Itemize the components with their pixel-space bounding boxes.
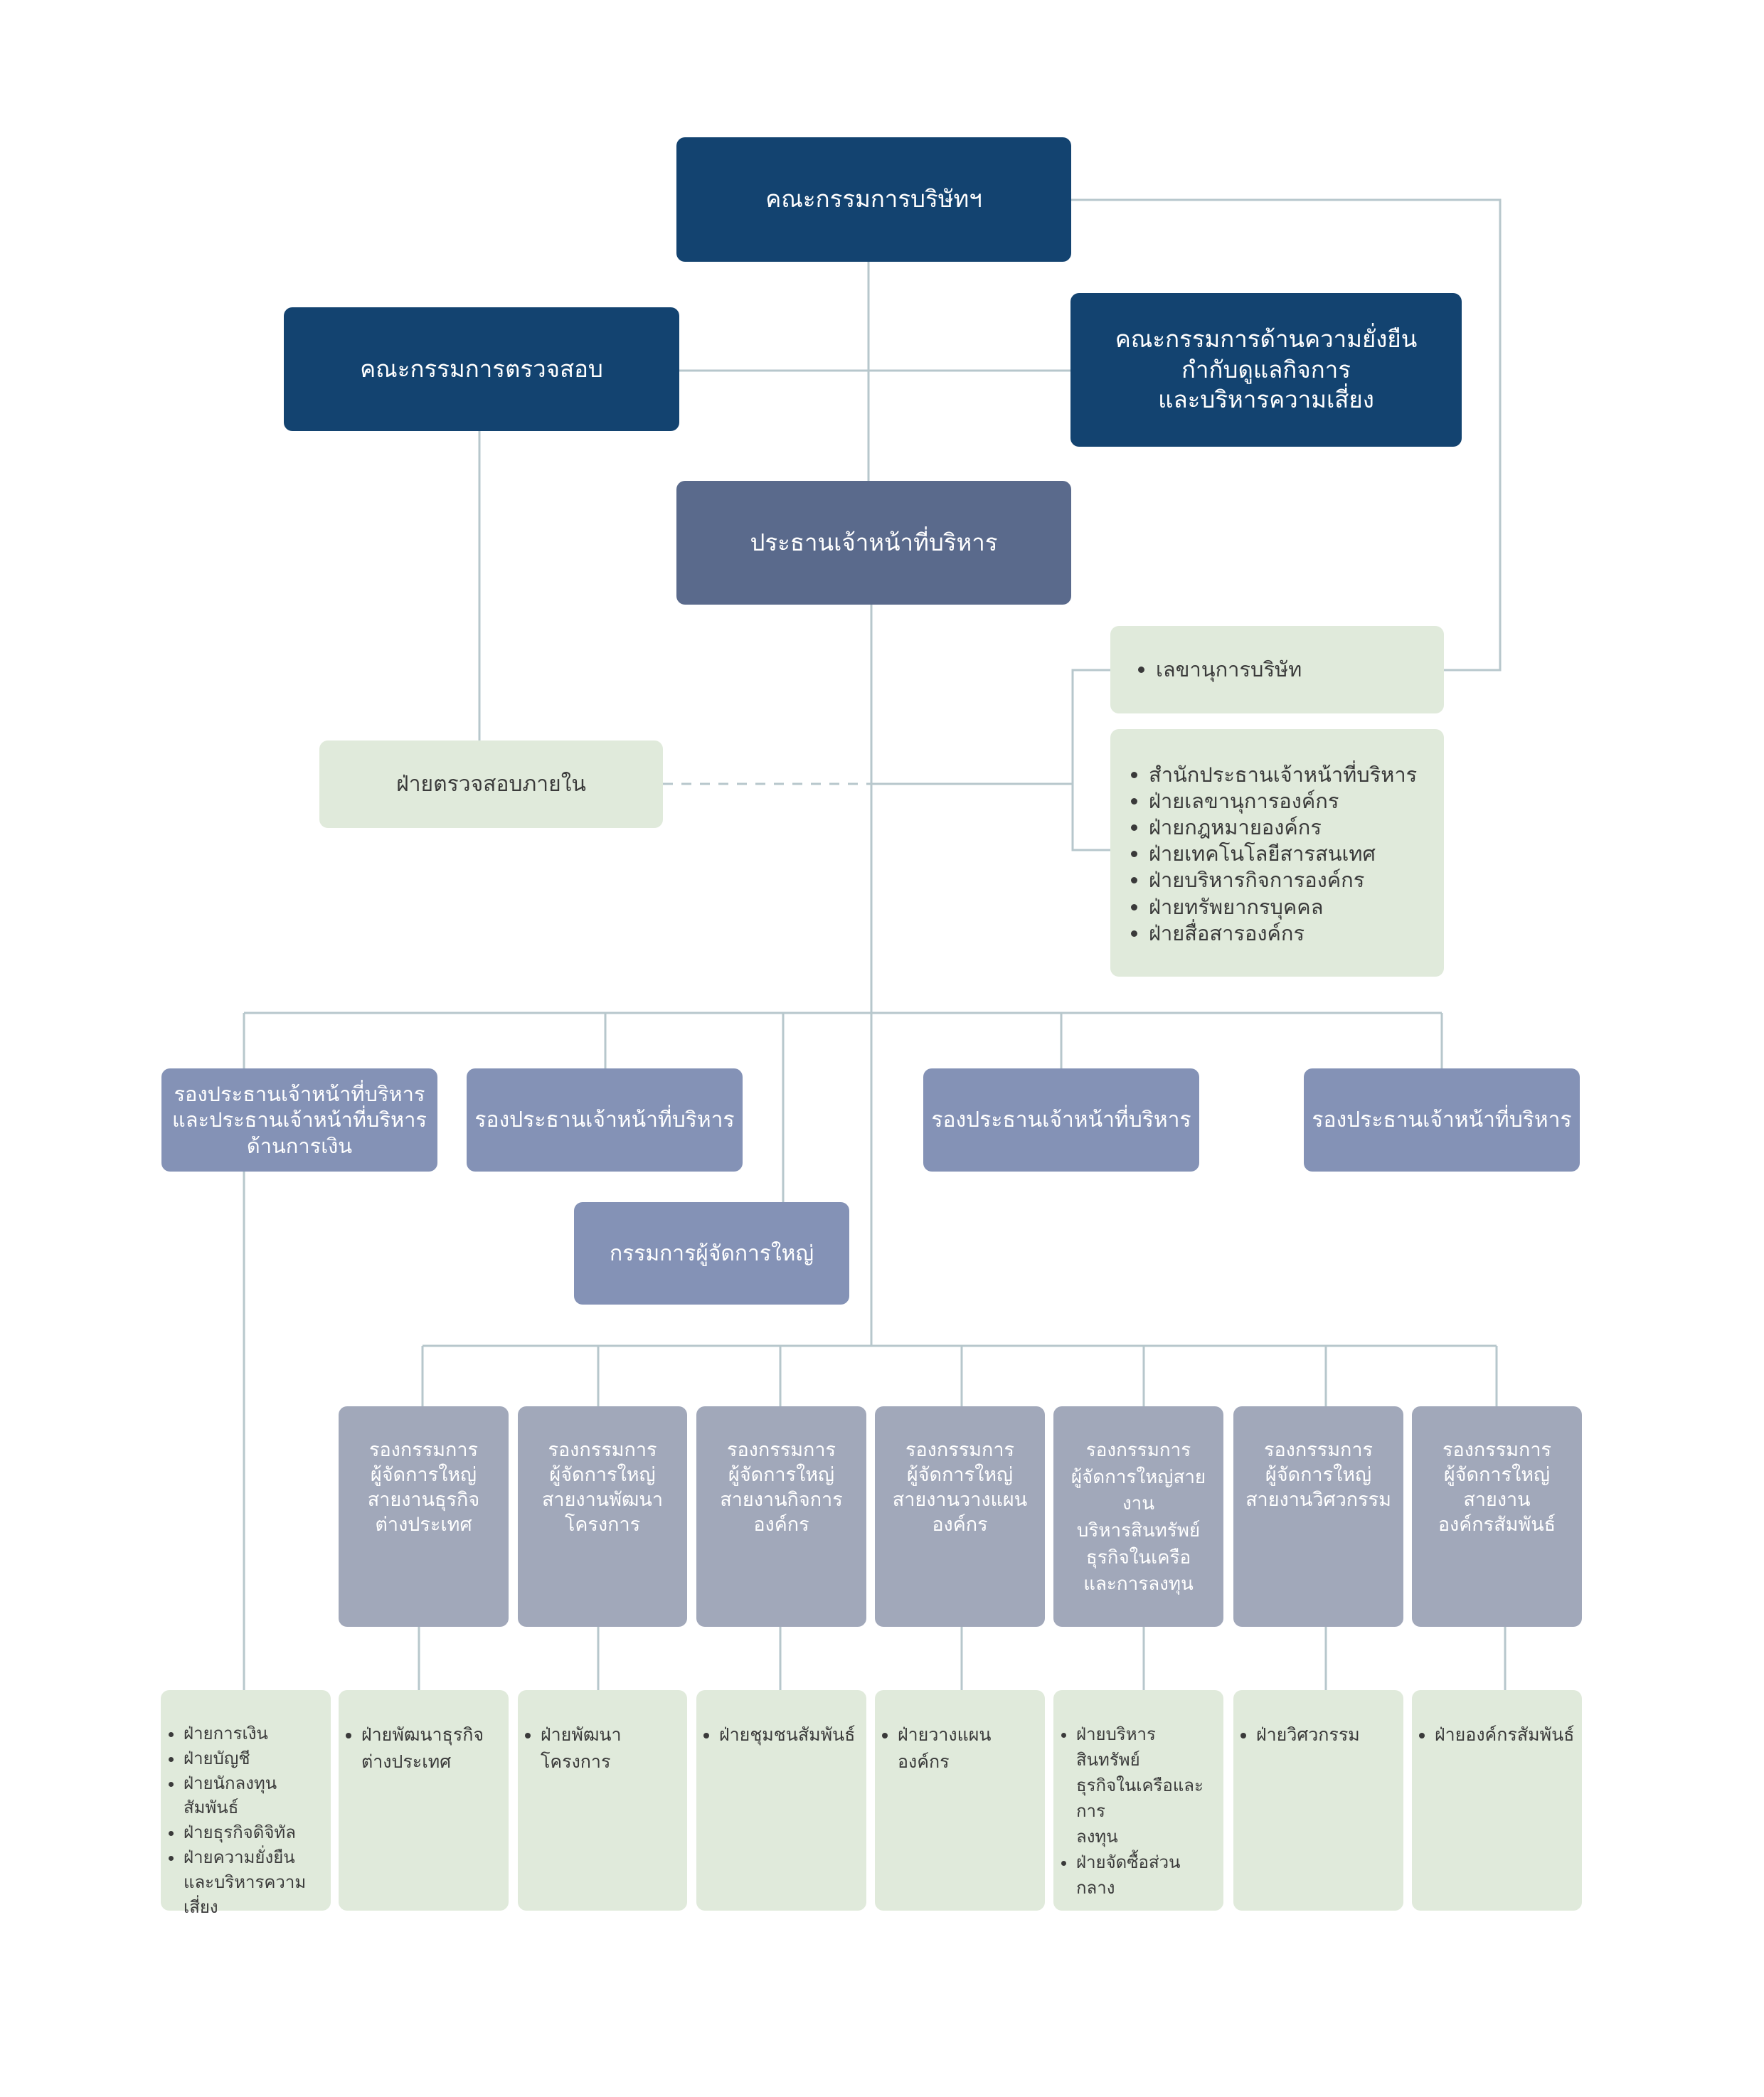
board-label: คณะกรรมการบริษัทฯ — [765, 185, 982, 213]
list-item: ฝ่ายความยั่งยืน และบริหารความเสี่ยง — [184, 1845, 325, 1919]
vp-box-2: รองประธานเจ้าหน้าที่บริหาร — [923, 1068, 1199, 1172]
audit-committee-label: คณะกรรมการตรวจสอบ — [360, 354, 603, 383]
company-secretary-box: เลขานุการบริษัท — [1110, 626, 1444, 713]
vp-box-1: รองประธานเจ้าหน้าที่บริหาร — [467, 1068, 743, 1172]
company-secretary-list: เลขานุการบริษัท — [1136, 657, 1302, 684]
svp-label: รองกรรมการ ผู้จัดการใหญ่ สายงานวิศวกรรม — [1245, 1439, 1391, 1512]
internal-audit-label: ฝ่ายตรวจสอบภายใน — [396, 772, 586, 797]
unit-list: ฝ่ายวิศวกรรม — [1239, 1721, 1360, 1748]
list-item: ฝ่ายองค์กรสัมพันธ์ — [1435, 1721, 1574, 1748]
svp-label: รองกรรมการ ผู้จัดการใหญ่ สายงาน องค์กรสั… — [1438, 1439, 1556, 1536]
svp-box-6: รองกรรมการ ผู้จัดการใหญ่ สายงานวิศวกรรม — [1233, 1406, 1403, 1627]
ceo-box: ประธานเจ้าหน้าที่บริหาร — [676, 481, 1071, 605]
list-item: ฝ่ายชุมชนสัมพันธ์ — [719, 1721, 855, 1748]
unit-list: ฝ่ายบริหารสินทรัพย์ ธุรกิจในเครือและการ … — [1059, 1721, 1218, 1901]
internal-audit-box: ฝ่ายตรวจสอบภายใน — [319, 740, 663, 828]
list-item: ฝ่ายพัฒนาธุรกิจ ต่างประเทศ — [361, 1721, 484, 1775]
svp-label: รองกรรมการ ผู้จัดการใหญ่ สายงานธุรกิจ ต่… — [367, 1439, 480, 1536]
unit-list: ฝ่ายพัฒนาธุรกิจ ต่างประเทศ — [344, 1721, 484, 1775]
list-item: ฝ่ายจัดซื้อส่วนกลาง — [1076, 1849, 1218, 1901]
unit-box-7: ฝ่ายองค์กรสัมพันธ์ — [1412, 1690, 1582, 1911]
vp-box-3: รองประธานเจ้าหน้าที่บริหาร — [1304, 1068, 1580, 1172]
unit-list: ฝ่ายองค์กรสัมพันธ์ — [1418, 1721, 1574, 1748]
unit-list: ฝ่ายวางแผนองค์กร — [881, 1721, 1039, 1775]
svp-label: รองกรรมการ ผู้จัดการใหญ่ สายงานวางแผน อง… — [892, 1439, 1028, 1536]
vp-label: รองประธานเจ้าหน้าที่บริหาร — [931, 1108, 1191, 1132]
unit-box-5: ฝ่ายบริหารสินทรัพย์ ธุรกิจในเครือและการ … — [1053, 1690, 1223, 1911]
vp-cfo-label: รองประธานเจ้าหน้าที่บริหาร และประธานเจ้า… — [172, 1082, 427, 1158]
list-item: ฝ่ายการเงิน — [184, 1721, 325, 1746]
connector-office-bracket — [1071, 669, 1110, 851]
vp-label: รองประธานเจ้าหน้าที่บริหาร — [474, 1108, 735, 1132]
unit-list: ฝ่ายชุมชนสัมพันธ์ — [702, 1721, 855, 1748]
list-item: ฝ่ายธุรกิจดิจิทัล — [184, 1820, 325, 1845]
unit-box-1: ฝ่ายพัฒนาธุรกิจ ต่างประเทศ — [339, 1690, 509, 1911]
audit-committee-box: คณะกรรมการตรวจสอบ — [284, 307, 679, 431]
unit-box-4: ฝ่ายวางแผนองค์กร — [875, 1690, 1045, 1911]
list-item: ฝ่ายบริหารกิจการองค์กร — [1149, 867, 1417, 893]
svp-box-4: รองกรรมการ ผู้จัดการใหญ่ สายงานวางแผน อง… — [875, 1406, 1045, 1627]
list-item: ฝ่ายวิศวกรรม — [1256, 1721, 1360, 1748]
list-item: ฝ่ายนักลงทุนสัมพันธ์ — [184, 1771, 325, 1821]
list-item: เลขานุการบริษัท — [1156, 657, 1302, 684]
svp-box-3: รองกรรมการ ผู้จัดการใหญ่ สายงานกิจการ อง… — [696, 1406, 866, 1627]
ceo-label: ประธานเจ้าหน้าที่บริหาร — [750, 528, 998, 556]
list-item: ฝ่ายพัฒนา โครงการ — [541, 1721, 622, 1775]
unit-box-6: ฝ่ายวิศวกรรม — [1233, 1690, 1403, 1911]
unit-box-2: ฝ่ายพัฒนา โครงการ — [518, 1690, 687, 1911]
finance-units-box: ฝ่ายการเงิน ฝ่ายบัญชี ฝ่ายนักลงทุนสัมพัน… — [161, 1690, 331, 1917]
list-item: ฝ่ายสื่อสารองค์กร — [1149, 920, 1417, 947]
svp-box-2: รองกรรมการ ผู้จัดการใหญ่ สายงานพัฒนา โคร… — [518, 1406, 687, 1627]
vp-cfo-box: รองประธานเจ้าหน้าที่บริหาร และประธานเจ้า… — [161, 1068, 437, 1172]
connector-board-secretary — [1070, 198, 1502, 671]
list-item: ฝ่ายทรัพยากรบุคคล — [1149, 894, 1417, 920]
ceo-office-units-box: สำนักประธานเจ้าหน้าที่บริหาร ฝ่ายเลขานุก… — [1110, 729, 1444, 977]
unit-box-3: ฝ่ายชุมชนสัมพันธ์ — [696, 1690, 866, 1911]
list-item: ฝ่ายบริหารสินทรัพย์ ธุรกิจในเครือและการ … — [1076, 1721, 1218, 1849]
svp-label: รองกรรมการ ผู้จัดการใหญ่ สายงานพัฒนา โคร… — [541, 1439, 664, 1536]
vp-label: รองประธานเจ้าหน้าที่บริหาร — [1312, 1108, 1572, 1132]
unit-list: ฝ่ายพัฒนา โครงการ — [524, 1721, 622, 1775]
ceo-office-units-list: สำนักประธานเจ้าหน้าที่บริหาร ฝ่ายเลขานุก… — [1127, 762, 1417, 947]
md-box: กรรมการผู้จัดการใหญ่ — [574, 1202, 849, 1305]
md-label: กรรมการผู้จัดการใหญ่ — [609, 1241, 814, 1266]
svp-box-5: รองกรรมการ ผู้จัดการใหญ่สายงาน บริหารสิน… — [1053, 1406, 1223, 1627]
sustainability-committee-label: คณะกรรมการด้านความยั่งยืน กำกับดูแลกิจกา… — [1115, 324, 1418, 414]
list-item: ฝ่ายเลขานุการองค์กร — [1149, 788, 1417, 814]
sustainability-committee-box: คณะกรรมการด้านความยั่งยืน กำกับดูแลกิจกา… — [1070, 293, 1462, 447]
list-item: ฝ่ายบัญชี — [184, 1746, 325, 1771]
finance-units-list: ฝ่ายการเงิน ฝ่ายบัญชี ฝ่ายนักลงทุนสัมพัน… — [166, 1721, 325, 1919]
svp-label: รองกรรมการ ผู้จัดการใหญ่สายงาน บริหารสิน… — [1070, 1440, 1206, 1596]
list-item: ฝ่ายกฎหมายองค์กร — [1149, 814, 1417, 841]
list-item: ฝ่ายเทคโนโลยีสารสนเทศ — [1149, 841, 1417, 867]
svp-box-7: รองกรรมการ ผู้จัดการใหญ่ สายงาน องค์กรสั… — [1412, 1406, 1582, 1627]
list-item: ฝ่ายวางแผนองค์กร — [898, 1721, 1039, 1775]
list-item: สำนักประธานเจ้าหน้าที่บริหาร — [1149, 762, 1417, 788]
svp-box-1: รองกรรมการ ผู้จัดการใหญ่ สายงานธุรกิจ ต่… — [339, 1406, 509, 1627]
svp-label: รองกรรมการ ผู้จัดการใหญ่ สายงานกิจการ อง… — [720, 1439, 843, 1536]
board-of-directors-box: คณะกรรมการบริษัทฯ — [676, 137, 1071, 262]
